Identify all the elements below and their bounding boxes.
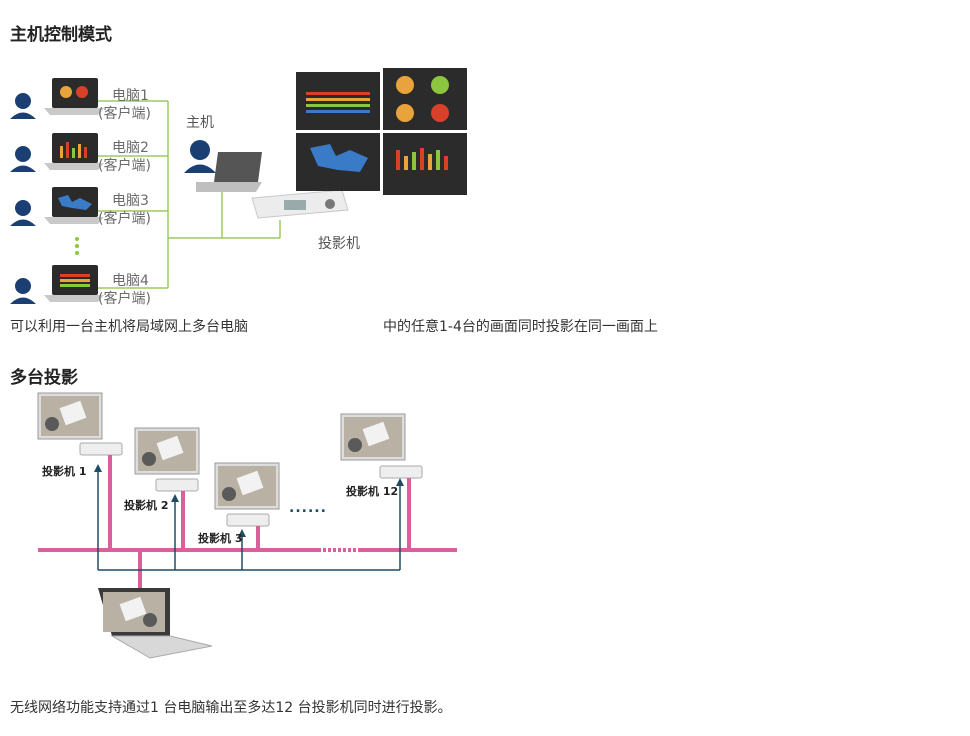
client-1-label: 电脑1 (客户端) bbox=[98, 87, 151, 123]
network-lines bbox=[96, 100, 281, 289]
client-name: 电脑2 bbox=[112, 140, 149, 156]
client-role: (客户端) bbox=[98, 211, 151, 227]
client-2-label: 电脑2 (客户端) bbox=[98, 139, 151, 175]
laptop-icon bbox=[44, 187, 104, 224]
client-name: 电脑1 bbox=[112, 88, 149, 104]
user-icon bbox=[184, 140, 216, 173]
ellipsis-dots: ...... bbox=[289, 500, 327, 516]
caption-multi-projection: 无线网络功能支持通过1 台电脑输出至多达12 台投影机同时进行投影。 bbox=[10, 700, 452, 716]
projector-label-3: 投影机 3 bbox=[198, 532, 243, 545]
projection-screen-12 bbox=[340, 413, 406, 461]
laptop-icon bbox=[44, 133, 104, 170]
host-label: 主机 bbox=[186, 115, 214, 131]
projector-label-12: 投影机 12 bbox=[346, 485, 399, 498]
user-icon bbox=[10, 146, 36, 172]
projector-icons bbox=[79, 442, 423, 527]
projection-screen-2 bbox=[134, 427, 200, 475]
projector-icon bbox=[251, 189, 349, 219]
laptop-icon bbox=[196, 152, 262, 192]
projector-label-1: 投影机 1 bbox=[42, 465, 87, 478]
signal-cables bbox=[97, 470, 401, 571]
caption-left: 可以利用一台主机将局域网上多台电脑 bbox=[10, 319, 248, 335]
projection-screen-3 bbox=[214, 462, 280, 510]
user-icon bbox=[10, 93, 36, 119]
projection-screen-1 bbox=[37, 392, 103, 440]
projector-icon bbox=[79, 442, 123, 456]
client-3-label: 电脑3 (客户端) bbox=[98, 192, 151, 228]
projector-label: 投影机 bbox=[318, 236, 360, 252]
client-4-label: 电脑4 (客户端) bbox=[98, 272, 151, 308]
caption-right: 中的任意1-4台的画面同时投影在同一画面上 bbox=[383, 319, 658, 335]
projector-icon bbox=[226, 513, 270, 527]
laptop-icon bbox=[44, 265, 104, 302]
client-1 bbox=[10, 78, 104, 119]
client-3 bbox=[10, 187, 104, 226]
client-role: (客户端) bbox=[98, 106, 151, 122]
projector-icon bbox=[379, 465, 423, 479]
vertical-dots bbox=[75, 237, 79, 255]
user-icon bbox=[10, 278, 36, 304]
cable-arrows bbox=[94, 464, 404, 537]
client-name: 电脑3 bbox=[112, 193, 149, 209]
client-2 bbox=[10, 133, 104, 172]
projector-label-2: 投影机 2 bbox=[124, 499, 169, 512]
section-title-host-control: 主机控制模式 bbox=[10, 25, 112, 45]
host bbox=[184, 140, 262, 192]
section-title-multi-projection: 多台投影 bbox=[10, 368, 78, 388]
client-role: (客户端) bbox=[98, 291, 151, 307]
projector-icon bbox=[155, 478, 199, 492]
client-name: 电脑4 bbox=[112, 273, 149, 289]
client-role: (客户端) bbox=[98, 158, 151, 174]
video-wall bbox=[296, 68, 467, 195]
user-icon bbox=[10, 200, 36, 226]
laptop-icon bbox=[44, 78, 104, 115]
client-4 bbox=[10, 265, 104, 304]
laptop-icon bbox=[98, 588, 213, 659]
